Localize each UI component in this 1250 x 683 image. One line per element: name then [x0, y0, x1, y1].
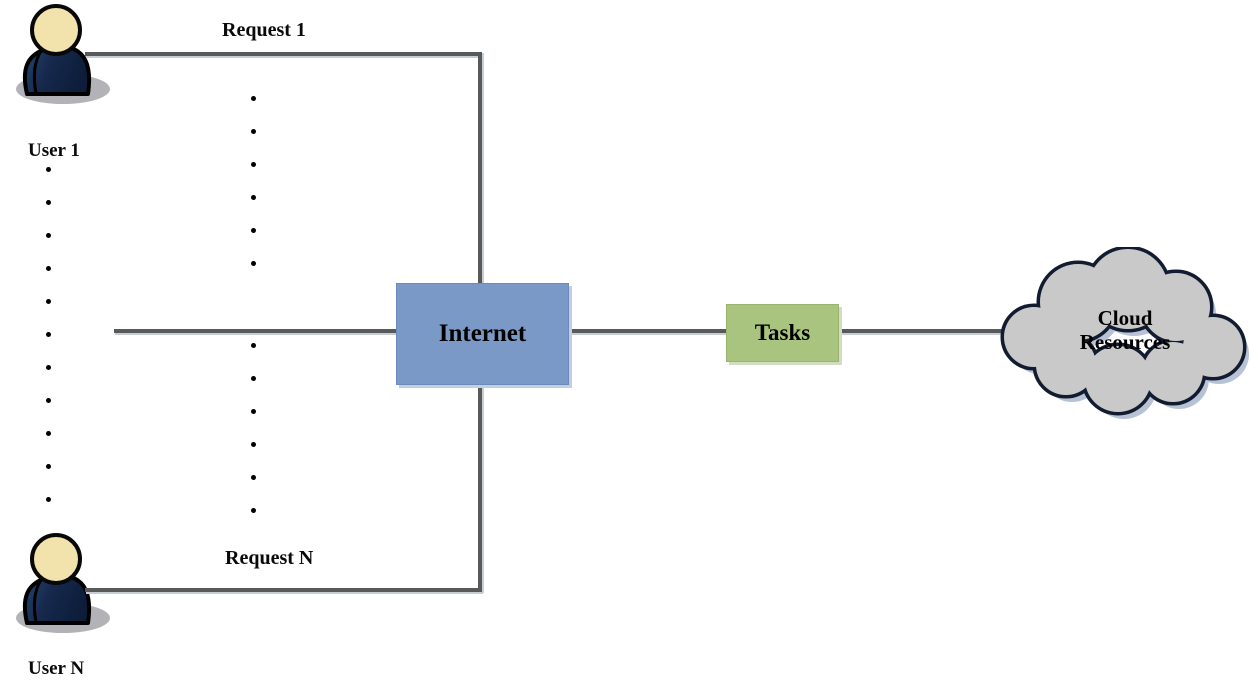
middle-request-line [114, 329, 396, 333]
requests-ellipsis-dots-upper [251, 96, 256, 266]
ellipsis-dot [251, 508, 256, 513]
request-n-label: Request N [225, 547, 314, 569]
ellipsis-dot [46, 266, 51, 271]
ellipsis-dot [46, 464, 51, 469]
ellipsis-dot [46, 200, 51, 205]
tasks-node: Tasks [726, 304, 839, 362]
cloud-label-line1: Cloud [1097, 306, 1153, 330]
ellipsis-dot [251, 343, 256, 348]
ellipsis-dot [46, 365, 51, 370]
ellipsis-dot [251, 442, 256, 447]
request-1-line [85, 52, 481, 56]
request-1-label: Request 1 [222, 19, 306, 41]
tasks-to-cloud-line [837, 329, 1010, 333]
request-1-vertical-line [478, 52, 482, 284]
ellipsis-dot [251, 96, 256, 101]
ellipsis-dot [251, 409, 256, 414]
ellipsis-dot [46, 233, 51, 238]
ellipsis-dot [251, 195, 256, 200]
ellipsis-dot [251, 129, 256, 134]
ellipsis-dot [46, 398, 51, 403]
cloud-label-line2: Resources [1079, 330, 1171, 354]
requests-ellipsis-dots-lower [251, 343, 256, 513]
internet-to-tasks-line [567, 329, 726, 333]
ellipsis-dot [251, 475, 256, 480]
ellipsis-dot [46, 299, 51, 304]
ellipsis-dot [251, 376, 256, 381]
request-n-vertical-line [478, 382, 482, 592]
ellipsis-dot [46, 332, 51, 337]
ellipsis-dot [251, 228, 256, 233]
internet-node: Internet [396, 283, 569, 385]
ellipsis-dot [46, 497, 51, 502]
user-n-label: User N [28, 658, 85, 679]
ellipsis-dot [251, 162, 256, 167]
ellipsis-dot [46, 431, 51, 436]
request-n-line [85, 588, 482, 592]
user-n-icon [6, 533, 110, 633]
users-ellipsis-dots [46, 167, 51, 502]
ellipsis-dot [46, 167, 51, 172]
ellipsis-dot [251, 261, 256, 266]
cloud-resources-label: Cloud Resources [1040, 306, 1210, 354]
user-1-label: User 1 [28, 140, 80, 161]
